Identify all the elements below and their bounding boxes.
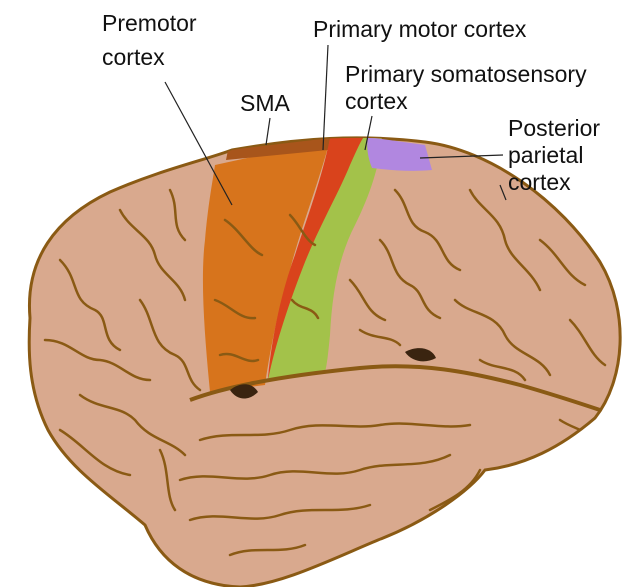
premotor-label-line2: cortex [102, 44, 165, 70]
fissure-pocket-2 [405, 348, 436, 362]
somatosensory-leader [364, 115, 373, 151]
primary-motor-leader [322, 44, 329, 151]
sma-leader [265, 117, 271, 146]
premotor-leader [164, 81, 233, 206]
leader-lines [164, 44, 507, 206]
posterior-parietal-region [367, 137, 432, 171]
posterior-leader-tail [499, 184, 507, 201]
posterior-leader [419, 154, 504, 159]
somatosensory-label-line2: cortex [345, 88, 408, 114]
somatosensory-region [268, 137, 382, 380]
primary-motor-label: Primary motor cortex [313, 16, 527, 42]
fissure-pocket [230, 384, 258, 399]
sylvian-fissure [189, 364, 601, 412]
posterior-label-line2: parietal [508, 142, 584, 168]
sma-label: SMA [240, 90, 290, 116]
premotor-region [202, 140, 330, 392]
posterior-label-line1: Posterior [508, 115, 601, 141]
premotor-label-line1: Premotor [102, 10, 197, 36]
sma-region [226, 138, 330, 160]
somatosensory-label-line1: Primary somatosensory [345, 61, 587, 87]
posterior-label-line3: cortex [508, 169, 571, 195]
sulci-pattern [43, 188, 607, 557]
